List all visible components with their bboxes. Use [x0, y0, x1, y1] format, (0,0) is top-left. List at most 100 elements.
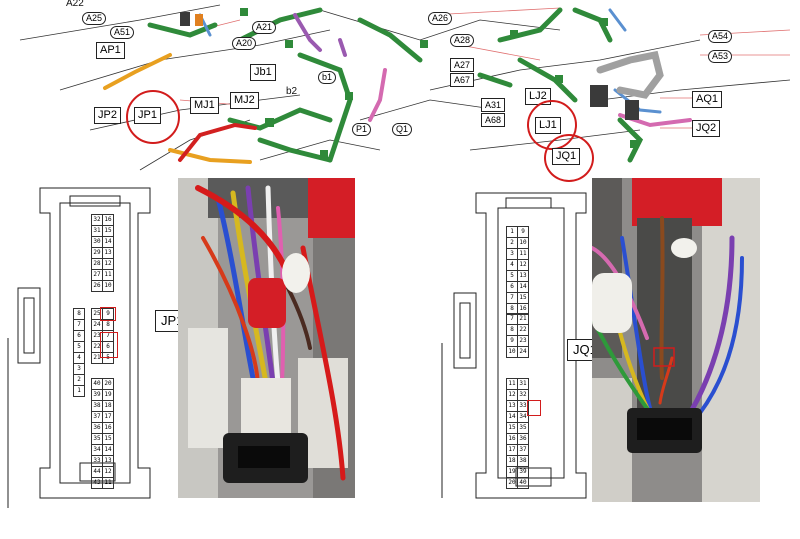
jq1-pin: 9 — [517, 226, 529, 238]
jq1-pin: 10 — [506, 346, 518, 358]
label-mj1: MJ1 — [190, 97, 219, 114]
jp1-pin: 15 — [102, 433, 114, 445]
jp1-row: 1 — [73, 385, 85, 397]
jp1-pin: 27 — [91, 269, 103, 281]
jp1-pin: 24 — [91, 319, 103, 331]
jp1-pin: 13 — [102, 455, 114, 467]
jp1-pin: 17 — [102, 411, 114, 423]
label-jb1: Jb1 — [250, 64, 276, 81]
label-b2: b2 — [286, 86, 298, 97]
jp1-row: 4 — [73, 352, 85, 364]
jp1-pin: 37 — [91, 411, 103, 423]
jq1-pin: 24 — [517, 346, 529, 358]
jp1-pin: 35 — [91, 433, 103, 445]
jp1-pin: 16 — [102, 422, 114, 434]
jp1-pin: 18 — [102, 400, 114, 412]
label-q1: Q1 — [392, 123, 413, 136]
jp1-row: 6 — [73, 330, 85, 342]
jq1-pin: 40 — [517, 477, 529, 489]
jq1-pin: 37 — [517, 444, 529, 456]
jq1-pin: 11 — [517, 248, 529, 260]
label-a67: A67 — [450, 73, 475, 87]
jq1-pin: 13 — [506, 400, 518, 412]
label-lj1: LJ1 — [535, 117, 561, 134]
jp1-pin: 11 — [102, 477, 114, 489]
jq1-pin: 23 — [517, 335, 529, 347]
jq1-pin: 3 — [506, 248, 518, 260]
jp1-pin: 30 — [91, 236, 103, 248]
jp1-pin: 26 — [91, 280, 103, 292]
jp1-pin: 14 — [102, 444, 114, 456]
jp1-pin: 4 — [73, 352, 85, 364]
jq1-pin: 21 — [517, 313, 529, 325]
label-a20: A20 — [232, 37, 257, 50]
label-aq1: AQ1 — [692, 91, 723, 108]
label-a31: A31 — [481, 98, 506, 112]
jq1-pin: 8 — [506, 324, 518, 336]
jp1-pin: 43 — [91, 477, 103, 489]
jq1-pin: 2 — [506, 237, 518, 249]
jq1-pin: 20 — [506, 477, 518, 489]
label-a54: A54 — [708, 30, 733, 43]
jp1-pin: 39 — [91, 389, 103, 401]
jp1-pin: 5 — [73, 341, 85, 353]
jq1-pin: 15 — [506, 422, 518, 434]
jp1-pin: 13 — [102, 247, 114, 259]
jp1-pin: 11 — [102, 269, 114, 281]
jq1-pin: 32 — [517, 389, 529, 401]
wiring-map-graphic — [19, 4, 791, 171]
jp1-pin: 14 — [102, 236, 114, 248]
jq1-photo-graphic — [592, 178, 760, 502]
jp1-pin: 6 — [73, 330, 85, 342]
jp1-pin: 12 — [102, 258, 114, 270]
jq1-pin: 5 — [506, 270, 518, 282]
jp1-pin: 33 — [91, 455, 103, 467]
jq1-pin: 4 — [506, 259, 518, 271]
label-a53: A53 — [708, 50, 733, 63]
jq1-pin-highlight — [527, 400, 541, 416]
jp1-photo-graphic — [178, 178, 355, 498]
jq1-pin: 22 — [517, 324, 529, 336]
label-a26: A26 — [428, 12, 453, 25]
jp1-pin: 12 — [102, 466, 114, 478]
label-p1: P1 — [352, 123, 372, 136]
jp1-pin: 15 — [102, 225, 114, 237]
jp1-pin: 31 — [91, 225, 103, 237]
jp1-pin: 38 — [91, 400, 103, 412]
label-b1: b1 — [318, 71, 337, 84]
jq1-pin: 19 — [506, 466, 518, 478]
jq1-pin: 1 — [506, 226, 518, 238]
label-jp2: JP2 — [94, 107, 121, 124]
jp1-pin: 10 — [102, 280, 114, 292]
